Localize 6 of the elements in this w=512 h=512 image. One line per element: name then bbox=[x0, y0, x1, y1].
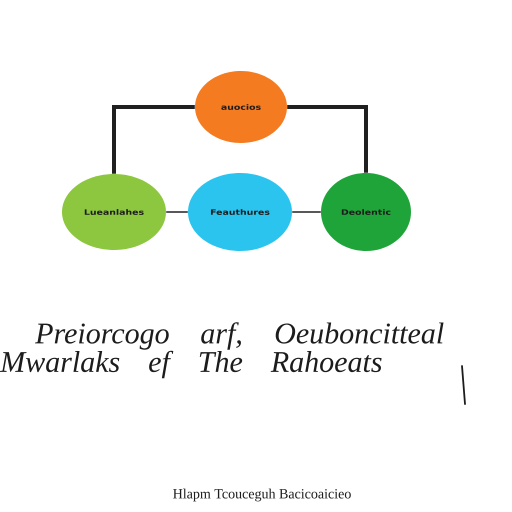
connector-line bbox=[287, 105, 368, 173]
caption-text: Preiorcogo arf, Oeuboncitteal Mwarlaks ef The Rahoeats bbox=[0, 322, 444, 378]
connector-line bbox=[166, 211, 188, 213]
connector-line bbox=[112, 105, 195, 174]
connector-line bbox=[292, 211, 321, 213]
footnote-text: Hlapm Tcouceguh Bacicoaicieo bbox=[173, 488, 351, 502]
